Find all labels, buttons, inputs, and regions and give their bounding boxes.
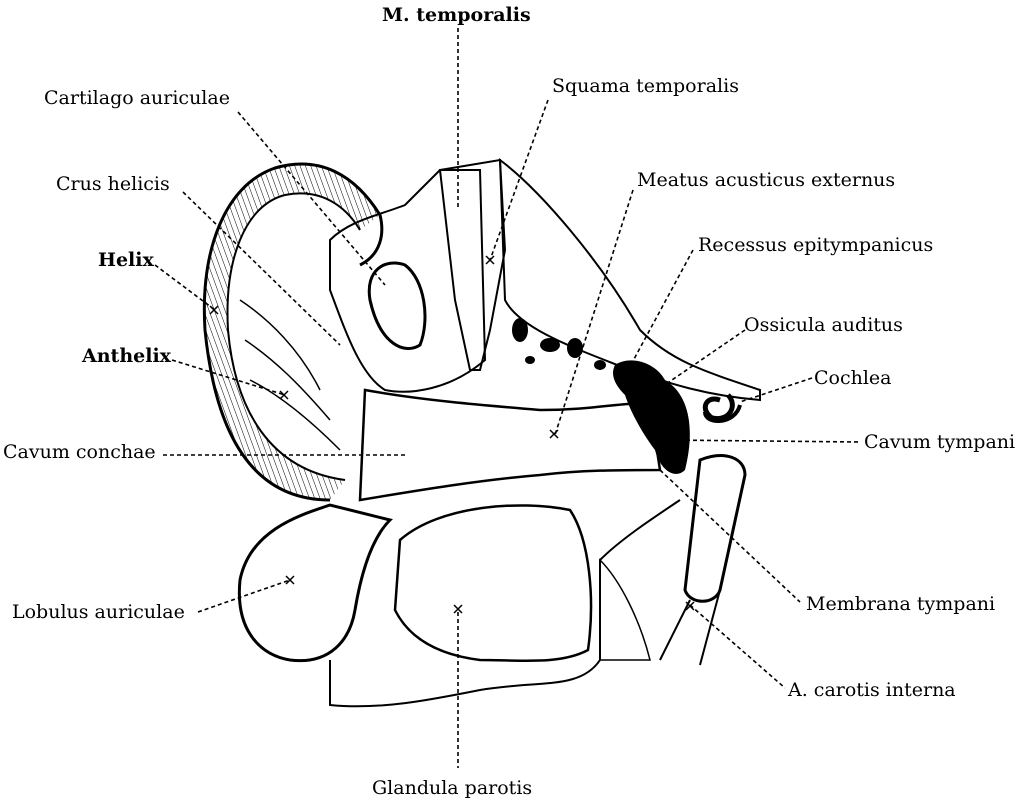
label-cavum-tympani: Cavum tympani [864, 431, 1015, 453]
label-meatus-acusticus-externus: Meatus acusticus externus [637, 169, 895, 191]
label-ossicula-auditus: Ossicula auditus [744, 314, 903, 336]
label-cochlea: Cochlea [814, 367, 892, 389]
parotid-gland [393, 504, 593, 663]
label-lobulus-auriculae: Lobulus auriculae [12, 601, 185, 623]
marker-crosses [209, 255, 695, 614]
temporal-muscle [438, 158, 507, 371]
label-squama-temporalis: Squama temporalis [552, 75, 739, 97]
carotis-interna [659, 454, 747, 666]
label-crus-helicis: Crus helicis [56, 173, 170, 195]
cartilage-region [329, 169, 487, 393]
external-meatus [358, 388, 662, 502]
label-glandula-parotis: Glandula parotis [372, 777, 532, 799]
lower-tissue [329, 499, 681, 708]
cartilage-ring [367, 261, 427, 350]
auricle [202, 162, 384, 502]
label-a-carotis-interna: A. carotis interna [787, 679, 956, 701]
label-anthelix: Anthelix [81, 345, 172, 367]
leader-lines [154, 28, 861, 768]
lobule [237, 503, 393, 663]
label-membrana-tympani: Membrana tympani [806, 593, 995, 615]
ossicles [512, 318, 690, 474]
labels: M. temporalis Squama temporalis Cartilag… [3, 4, 1015, 799]
label-helix: Helix [98, 249, 154, 271]
anatomy-drawing [202, 157, 761, 708]
label-cartilago-auriculae: Cartilago auriculae [44, 87, 230, 109]
label-m-temporalis: M. temporalis [382, 4, 531, 26]
cochlea [702, 393, 742, 423]
label-cavum-conchae: Cavum conchae [3, 441, 156, 463]
label-recessus-epitympanicus: Recessus epitympanicus [698, 234, 933, 256]
